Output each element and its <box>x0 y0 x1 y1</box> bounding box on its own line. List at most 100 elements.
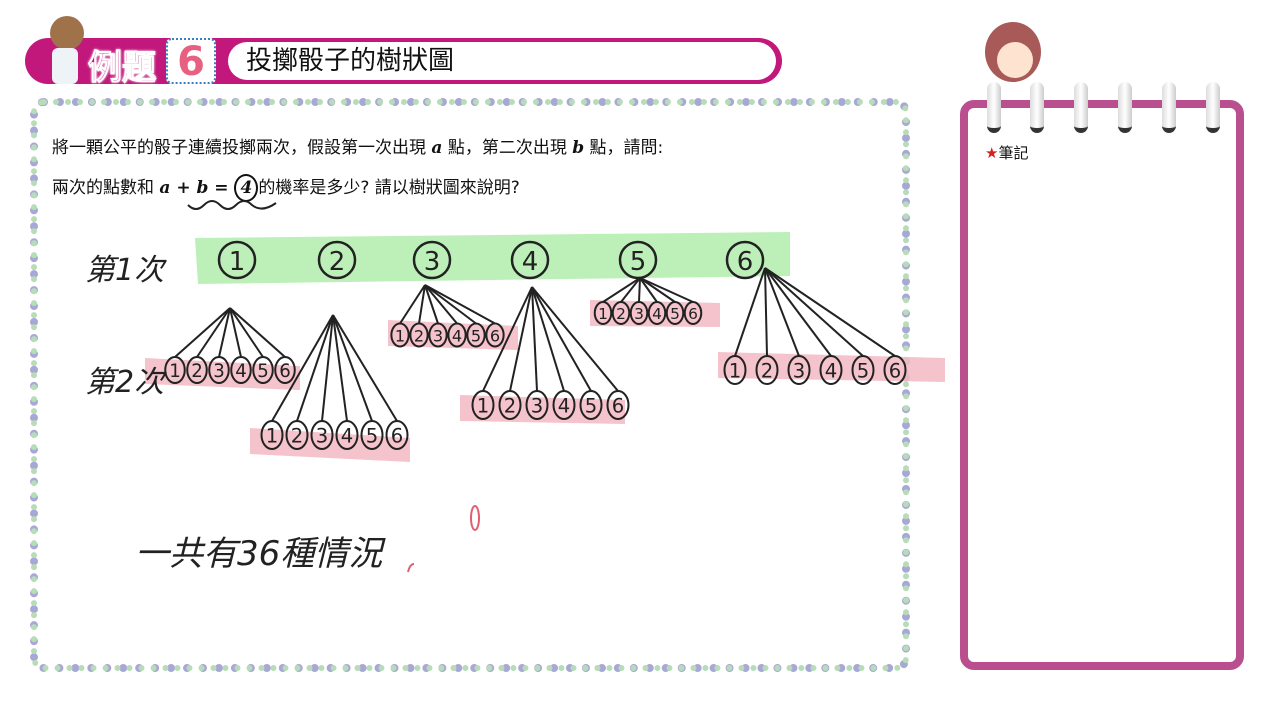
second-roll-value: 1 <box>266 425 278 448</box>
text: 將一顆公平的骰子連續投擲兩次，假設第一次出現 <box>52 138 432 158</box>
second-roll-circle <box>274 356 296 384</box>
second-roll-circle <box>629 301 649 325</box>
second-roll-value: 4 <box>652 305 662 323</box>
second-roll-value: 6 <box>688 305 698 323</box>
second-roll-circle <box>593 301 613 325</box>
second-roll-circle <box>186 356 208 384</box>
ring-icon <box>987 82 1001 133</box>
second-roll-circle <box>647 301 667 325</box>
ring-icon <box>1206 82 1220 133</box>
first-roll-value: 2 <box>329 247 346 277</box>
second-roll-circle <box>611 301 631 325</box>
second-roll-value: 2 <box>761 360 773 383</box>
boy-mascot <box>50 16 84 50</box>
tree-branch <box>271 314 334 422</box>
second-roll-value: 6 <box>889 360 901 383</box>
ring-icon <box>1118 82 1132 133</box>
text: 點，第二次出現 <box>442 138 573 158</box>
tree-branch <box>229 307 286 358</box>
tree-branch <box>638 277 641 303</box>
second-roll-circle <box>498 390 522 420</box>
tree-branch <box>531 286 538 392</box>
tree-branch <box>424 284 439 324</box>
second-roll-circle <box>409 322 429 348</box>
text: 的機率是多少? 請以樹狀圖來說明? <box>258 178 520 198</box>
tree-branch <box>174 307 231 358</box>
second-roll-circle <box>665 301 685 325</box>
second-roll-value: 2 <box>616 305 626 323</box>
tree-branch <box>764 267 896 357</box>
first-roll-value: 3 <box>424 247 441 277</box>
second-roll-circle <box>260 420 284 450</box>
first-roll-circle <box>510 240 550 280</box>
second-roll-value: 3 <box>793 360 805 383</box>
second-roll-circle <box>310 420 334 450</box>
second-roll-value: 5 <box>857 360 869 383</box>
second-roll-circle <box>485 322 505 348</box>
second-roll-value: 1 <box>169 361 181 382</box>
tree-branch <box>229 307 264 358</box>
second-roll-circle <box>579 390 603 420</box>
second-roll-circle <box>525 390 549 420</box>
second-roll-value: 3 <box>634 305 644 323</box>
second-roll-circle <box>447 322 467 348</box>
tree-branch <box>602 277 641 303</box>
second-roll-value: 5 <box>585 395 597 418</box>
tree-branch <box>531 286 565 392</box>
tree-branch <box>764 267 800 357</box>
second-roll-circle <box>819 355 843 385</box>
tree-branch <box>734 267 766 357</box>
second-roll-circle <box>360 420 384 450</box>
tree-branch <box>424 284 496 325</box>
notes-panel <box>960 100 1244 670</box>
second-roll-circle <box>723 355 747 385</box>
tree-branch <box>332 314 398 422</box>
second-roll-value: 5 <box>471 326 481 345</box>
second-roll-value: 4 <box>825 360 837 383</box>
second-roll-value: 4 <box>452 326 462 345</box>
tree-branch <box>509 286 533 392</box>
second-roll-circle <box>755 355 779 385</box>
second-roll-circle <box>606 390 630 420</box>
tree-branch <box>424 284 458 325</box>
first-roll-value: 4 <box>522 247 539 277</box>
tree-branch <box>424 284 477 325</box>
second-roll-value: 5 <box>670 305 680 323</box>
title-pill <box>228 42 776 80</box>
ring-icon <box>1074 82 1088 133</box>
second-roll-value: 3 <box>433 326 443 345</box>
tree-branch <box>482 286 533 392</box>
first-roll-circle <box>217 240 257 280</box>
tree-branch <box>764 267 864 357</box>
text: 點，請問: <box>584 138 664 158</box>
tree-branch <box>296 314 334 422</box>
first-roll-circle <box>317 240 357 280</box>
second-roll-circle <box>230 356 252 384</box>
tree-branch <box>229 307 242 358</box>
sum-value: 4 <box>234 174 259 202</box>
question-line-1: 將一顆公平的骰子連續投擲兩次，假設第一次出現 a 點，第二次出現 b 點，請問: <box>52 133 663 158</box>
second-roll-value: 6 <box>279 361 291 382</box>
tree-branch <box>764 267 832 357</box>
stray-mark <box>407 563 415 573</box>
second-roll-circle <box>466 322 486 348</box>
second-roll-value: 1 <box>598 305 608 323</box>
underline-squiggle <box>187 200 277 210</box>
second-roll-value: 2 <box>504 395 516 418</box>
second-roll-value: 3 <box>316 425 328 448</box>
tree-branch <box>764 267 768 357</box>
second-roll-value: 3 <box>531 395 543 418</box>
page-title: 投擲骰子的樹狀圖 <box>246 46 455 76</box>
var-b: b <box>572 138 585 158</box>
second-roll-circle <box>471 390 495 420</box>
second-roll-circle <box>851 355 875 385</box>
second-roll-circle <box>285 420 309 450</box>
second-roll-circle <box>252 356 274 384</box>
second-roll-value: 4 <box>558 395 570 418</box>
second-roll-circle <box>428 322 448 348</box>
first-roll-highlight <box>195 232 790 284</box>
stray-mark <box>470 505 480 531</box>
content-frame <box>30 98 910 672</box>
second-roll-value: 6 <box>612 395 624 418</box>
